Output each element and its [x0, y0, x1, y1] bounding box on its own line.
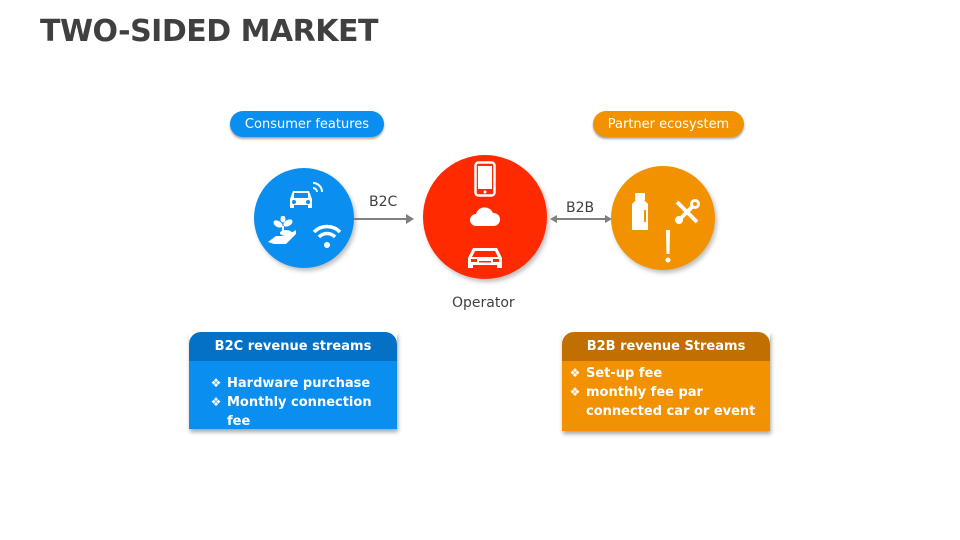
diamond-bullet-icon: ❖ [210, 376, 222, 390]
smartphone-icon [474, 161, 496, 197]
consumer-features-label: Consumer features [244, 116, 370, 132]
b2c-revenue-body: ❖Hardware purchase ❖Monthly connection f… [189, 361, 397, 429]
hand-plant-icon [268, 216, 296, 244]
diamond-bullet-icon: ❖ [569, 385, 581, 399]
partner-ecosystem-pill: Partner ecosystem [593, 111, 744, 137]
b2c-revenue-box: B2C revenue streams ❖Hardware purchase ❖… [189, 332, 397, 429]
tools-icon [675, 199, 700, 224]
list-item: ❖Monthly connection fee [205, 393, 397, 431]
b2b-revenue-body: ❖Set-up fee ❖monthly fee par connected c… [562, 361, 770, 431]
operator-circle [423, 155, 547, 279]
b2c-revenue-header: B2C revenue streams [189, 332, 397, 361]
consumer-circle [254, 168, 354, 268]
arrowhead-right-icon [406, 214, 414, 224]
diamond-bullet-icon: ❖ [569, 366, 581, 380]
b2b-label: B2B [566, 200, 595, 216]
b2b-revenue-box: B2B revenue Streams ❖Set-up fee ❖monthly… [562, 332, 770, 431]
partner-ecosystem-label: Partner ecosystem [607, 116, 730, 132]
page-title: TWO-SIDED MARKET [40, 14, 378, 49]
exclamation-icon [665, 230, 671, 263]
list-item: ❖monthly fee par connected car or event [564, 383, 770, 421]
partner-circle [611, 166, 715, 270]
bidirectional-arrow-icon [550, 215, 612, 223]
b2c-arrow [354, 218, 410, 220]
car-icon [468, 248, 502, 268]
list-item: ❖Hardware purchase [205, 374, 397, 393]
b2b-revenue-header: B2B revenue Streams [562, 332, 770, 361]
wifi-icon [312, 224, 342, 248]
operator-label: Operator [452, 295, 515, 311]
connected-car-icon [290, 182, 323, 208]
list-item: ❖Set-up fee [564, 364, 770, 383]
bottle-icon [632, 193, 648, 230]
consumer-features-pill: Consumer features [230, 111, 384, 137]
cloud-icon [470, 207, 501, 226]
diamond-bullet-icon: ❖ [210, 395, 222, 409]
b2c-label: B2C [369, 194, 398, 210]
